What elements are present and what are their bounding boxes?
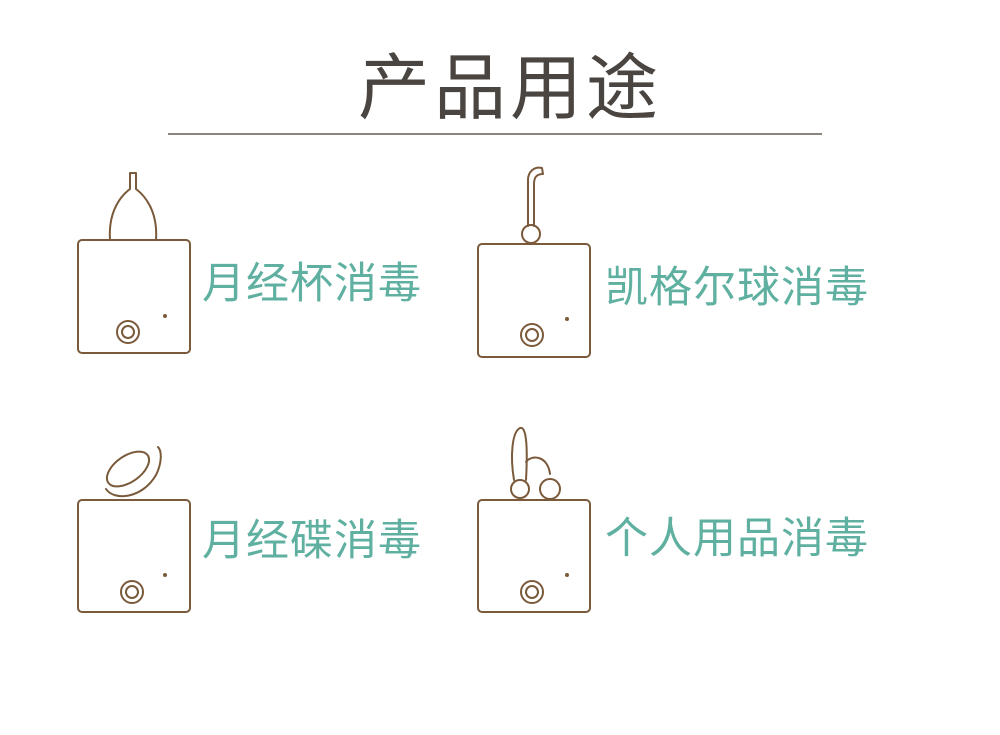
sterilizer-with-cup-illustration [77,172,191,354]
item-label: 个人用品消毒 [605,514,869,564]
sterilizer-box [477,499,591,613]
item-label: 月经碟消毒 [202,516,422,566]
title-divider [168,133,822,135]
menstrual-disc-icon [105,446,162,498]
sterilizer-with-personal-items-illustration [477,426,591,613]
sterilizer-box [77,499,191,613]
sterilizer-with-kegel-ball-illustration [477,166,591,358]
item-label: 凯格尔球消毒 [605,263,869,313]
personal-items-icon [510,426,561,500]
sterilizer-with-disc-illustration [77,446,191,613]
kegel-ball-icon [527,166,544,227]
item-label: 月经杯消毒 [202,259,422,309]
menstrual-cup-icon [108,172,158,241]
sterilizer-box [477,243,591,358]
page-title: 产品用途 [357,46,662,130]
sterilizer-box [77,239,191,354]
